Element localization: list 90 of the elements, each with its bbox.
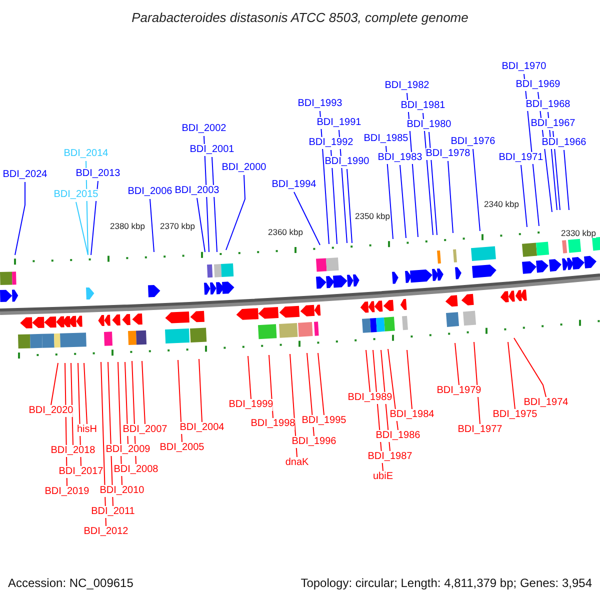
- leader-line: [366, 350, 370, 392]
- scale-label: 2360 kbp: [268, 228, 303, 237]
- scale-label: 2380 kbp: [110, 222, 145, 231]
- scale-label: 2370 kbp: [160, 222, 195, 231]
- leader-line: [84, 362, 88, 424]
- gene-label: BDI_1994: [272, 179, 316, 191]
- gene-label: BDI_1975: [492, 409, 538, 421]
- gene-label: BDI_2004: [180, 422, 224, 434]
- leader-line: [100, 362, 106, 526]
- gene-label: BDI_2011: [91, 506, 135, 518]
- leader-line: [564, 150, 570, 210]
- gene-label: BDI_2015: [54, 189, 98, 201]
- gene-label: BDI_1985: [364, 133, 408, 145]
- gene-label: BDI_1989: [348, 392, 392, 404]
- leader-line: [406, 350, 412, 410]
- gene-label: BDI_1978: [426, 148, 470, 160]
- gene-label: BDI_2024: [2, 169, 48, 181]
- gene-label: BDI_1970: [502, 61, 546, 73]
- gene-label: BDI_1982: [384, 80, 430, 92]
- gene-label: BDI_1999: [228, 399, 274, 411]
- gene-label: hisH: [77, 424, 97, 436]
- gene-label: BDI_1966: [542, 137, 586, 149]
- gene-label: BDI_1984: [390, 409, 434, 421]
- gene-label: BDI_1971: [498, 152, 544, 164]
- gene-label: BDI_1986: [376, 430, 420, 442]
- gene-label: BDI_2017: [58, 466, 104, 478]
- gene-label: BDI_1974: [524, 397, 568, 409]
- gene-label: BDI_2012: [84, 526, 128, 538]
- gene-label: BDI_1981: [400, 100, 446, 112]
- leader-line: [508, 342, 516, 410]
- gene-label: BDI_2008: [114, 464, 158, 476]
- gene-label: BDI_2002: [182, 123, 226, 135]
- leader-line: [198, 358, 202, 422]
- gene-label: BDI_1990: [324, 156, 370, 168]
- gene-label: BDI_1992: [308, 137, 354, 149]
- gene-label: BDI_1995: [302, 415, 346, 427]
- gene-label: BDI_2006: [128, 186, 172, 198]
- leader-line: [78, 362, 82, 466]
- gene-label: BDI_2003: [174, 185, 220, 197]
- gene-label: BDI_2013: [76, 168, 120, 180]
- leader-line: [400, 164, 406, 238]
- gene-label: BDI_2019: [44, 486, 90, 498]
- gene-label: BDI_2000: [222, 162, 266, 174]
- gene-label: BDI_1987: [368, 451, 412, 463]
- gene-label: BDI_2005: [160, 442, 204, 454]
- gene-label: BDI_1980: [406, 119, 452, 131]
- leader-line: [150, 198, 154, 252]
- gene-label: BDI_1976: [450, 136, 496, 148]
- leader-line: [76, 202, 88, 256]
- leader-line: [520, 164, 528, 228]
- leader-line: [226, 174, 246, 250]
- gene-label: BDI_2001: [190, 144, 234, 156]
- gene-label: BDI_2014: [64, 148, 108, 160]
- gene-label: BDI_1983: [378, 152, 422, 164]
- gene-label: BDI_1977: [458, 424, 502, 436]
- gene-label: BDI_1991: [316, 117, 362, 129]
- scale-label: 2330 kbp: [561, 229, 596, 238]
- gene-label: BDI_2018: [50, 445, 96, 457]
- title: Parabacteroides distasonis ATCC 8503, complete genome: [130, 10, 470, 25]
- gene-label: BDI_1979: [436, 385, 482, 397]
- accession-note: Accession: NC_009615: [8, 576, 134, 590]
- leader-line: [248, 356, 252, 400]
- gene-label: BDI_1969: [516, 79, 560, 91]
- leader-line: [454, 342, 460, 386]
- gene-label: BDI_2009: [106, 444, 150, 456]
- genome-info-note: Topology: circular; Length: 4,811,379 bp; Genes: 3,954: [300, 576, 592, 590]
- gene-label: BDI_2010: [100, 485, 144, 497]
- leader-line: [330, 150, 338, 244]
- scale-label: 2350 kbp: [355, 212, 390, 221]
- gene-label: BDI_2007: [122, 424, 168, 436]
- leader-line: [142, 360, 146, 424]
- gene-label: BDI_1996: [292, 436, 336, 448]
- leader-line: [212, 156, 218, 252]
- leader-line: [428, 132, 438, 236]
- leader-line: [386, 146, 394, 240]
- scale-label: 2340 kbp: [484, 200, 519, 209]
- leader-line: [472, 148, 480, 232]
- leader-line: [318, 352, 324, 416]
- leader-line: [196, 198, 206, 252]
- gene-label: BDI_1998: [250, 418, 296, 430]
- gene-label: BDI_1993: [298, 98, 342, 110]
- leader-line: [294, 192, 320, 246]
- gene-label: BDI_2020: [28, 405, 74, 417]
- gene-label: BDI_1967: [530, 118, 576, 130]
- leader-line: [448, 160, 454, 234]
- leader-line: [346, 168, 352, 244]
- leader-line: [50, 362, 58, 406]
- leader-line: [14, 182, 26, 256]
- gene-label: BDI_1968: [526, 99, 570, 111]
- leader-line: [514, 338, 546, 398]
